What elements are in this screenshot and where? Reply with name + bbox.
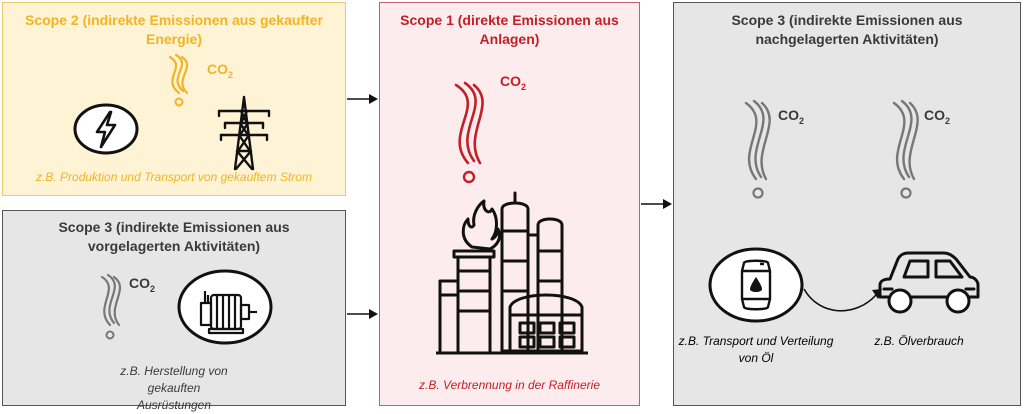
arrow-right-icon <box>641 198 673 210</box>
smoke-icon <box>448 79 494 187</box>
scope3-upstream-title: Scope 3 (indirekte Emissionen aus vorgel… <box>58 219 290 254</box>
scope2-caption: z.B. Produktion und Transport von gekauf… <box>36 170 312 184</box>
scope1-box: Scope 1 (direkte Emissionen aus Anlagen)… <box>379 2 640 406</box>
co2-subscript: 2 <box>228 69 234 80</box>
scope2-co2-label: CO2 <box>207 61 233 80</box>
scope1-caption: z.B. Verbrennung in der Raffinerie <box>419 378 600 392</box>
scope3-downstream-title: Scope 3 (indirekte Emissionen aus nachge… <box>731 12 963 47</box>
scope2-box: Scope 2 (indirekte Emissionen aus gekauf… <box>2 2 346 196</box>
co2-subscript: 2 <box>521 81 527 92</box>
electric-motor-icon <box>177 269 275 345</box>
scope3-upstream-caption: z.B. Herstellung von gekauften Ausrüstun… <box>120 364 228 412</box>
co2-text: CO <box>500 73 521 89</box>
co2-text: CO <box>207 61 228 77</box>
scope3-downstream-co2-right-label: CO2 <box>924 107 950 126</box>
refinery-icon <box>436 191 588 361</box>
arrow-right-icon <box>347 93 379 105</box>
scope3-downstream-box: Scope 3 (indirekte Emissionen aus nachge… <box>673 2 1021 406</box>
scope1-title: Scope 1 (direkte Emissionen aus Anlagen) <box>400 12 619 47</box>
arrow-right-icon <box>347 308 379 320</box>
smoke-icon <box>888 97 924 203</box>
co2-subscript: 2 <box>799 115 805 126</box>
scope3-upstream-box: Scope 3 (indirekte Emissionen aus vorgel… <box>2 210 346 412</box>
co2-subscript: 2 <box>945 115 951 126</box>
co2-subscript: 2 <box>150 283 156 294</box>
power-pylon-icon <box>215 95 273 171</box>
scope1-co2-label: CO2 <box>500 73 526 92</box>
lightning-icon <box>73 103 139 155</box>
smoke-icon <box>165 53 195 109</box>
scope2-title: Scope 2 (indirekte Emissionen aus gekauf… <box>25 12 323 47</box>
co2-text: CO <box>129 275 150 291</box>
scope3-downstream-co2-left-label: CO2 <box>778 107 804 126</box>
co2-text: CO <box>778 107 799 123</box>
smoke-icon <box>740 97 776 203</box>
smoke-icon <box>97 273 127 343</box>
co2-text: CO <box>924 107 945 123</box>
oil-barrel-icon <box>708 247 804 323</box>
car-icon <box>874 251 982 317</box>
scope3-upstream-co2-label: CO2 <box>129 275 155 294</box>
scope3-downstream-caption-right: z.B. Ölverbrauch <box>874 334 964 348</box>
scope3-downstream-caption-left: z.B. Transport und Verteilung von Öl <box>678 334 834 365</box>
